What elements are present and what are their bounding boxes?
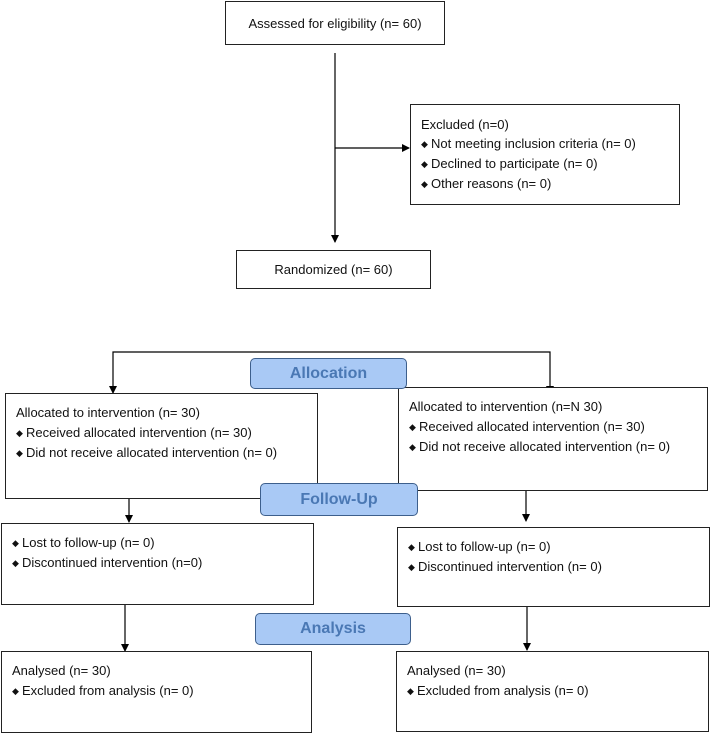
stage-allocation-label: Allocation — [289, 364, 368, 382]
stage-analysis: Analysis — [255, 613, 411, 645]
bullet-icon: ◆ — [12, 686, 19, 696]
list-item: ◆Discontinued intervention (n= 0) — [408, 557, 699, 577]
bullet-icon: ◆ — [408, 542, 415, 552]
right-allocated-title: Allocated to intervention (n=N 30) — [409, 399, 603, 414]
left-followup-box: ◆Lost to follow-up (n= 0) ◆Discontinued … — [1, 523, 314, 605]
right-followup-box: ◆Lost to follow-up (n= 0) ◆Discontinued … — [397, 527, 710, 607]
list-item: ◆Not meeting inclusion criteria (n= 0) — [421, 134, 669, 154]
list-item: ◆Discontinued intervention (n=0) — [12, 553, 303, 573]
stage-follow-up: Follow-Up — [260, 483, 418, 516]
bullet-icon: ◆ — [421, 179, 428, 189]
bullet-icon: ◆ — [409, 442, 416, 452]
bullet-icon: ◆ — [409, 422, 416, 432]
split-connector — [112, 351, 551, 388]
assessed-box: Assessed for eligibility (n= 60) — [225, 1, 445, 45]
bullet-icon: ◆ — [16, 448, 23, 458]
list-item: ◆Excluded from analysis (n= 0) — [12, 681, 301, 701]
excluded-title: Excluded (n=0) — [421, 117, 509, 132]
bullet-icon: ◆ — [408, 562, 415, 572]
bullet-icon: ◆ — [12, 538, 19, 548]
bullet-icon: ◆ — [421, 159, 428, 169]
list-item: ◆Did not receive allocated intervention … — [16, 443, 307, 463]
bullet-icon: ◆ — [421, 139, 428, 149]
stage-analysis-label: Analysis — [300, 620, 366, 637]
stage-allocation: Allocation — [250, 358, 407, 389]
randomized-label: Randomized (n= 60) — [274, 262, 393, 277]
left-analysed-title: Analysed (n= 30) — [12, 663, 111, 678]
right-allocated-box: Allocated to intervention (n=N 30) ◆Rece… — [398, 387, 708, 491]
list-item: ◆Excluded from analysis (n= 0) — [407, 681, 698, 701]
right-analysed-title: Analysed (n= 30) — [407, 663, 506, 678]
list-item: ◆Lost to follow-up (n= 0) — [12, 533, 303, 553]
left-allocated-title: Allocated to intervention (n= 30) — [16, 405, 200, 420]
list-item: ◆Other reasons (n= 0) — [421, 174, 669, 194]
list-item: ◆Did not receive allocated intervention … — [409, 437, 697, 457]
right-analysed-box: Analysed (n= 30) ◆Excluded from analysis… — [396, 651, 709, 732]
randomized-box: Randomized (n= 60) — [236, 250, 431, 289]
left-allocated-box: Allocated to intervention (n= 30) ◆Recei… — [5, 393, 318, 499]
bullet-icon: ◆ — [16, 428, 23, 438]
excluded-box: Excluded (n=0) ◆Not meeting inclusion cr… — [410, 104, 680, 205]
bullet-icon: ◆ — [12, 558, 19, 568]
left-analysed-box: Analysed (n= 30) ◆Excluded from analysis… — [1, 651, 312, 733]
list-item: ◆Received allocated intervention (n= 30) — [409, 417, 697, 437]
stage-follow-up-label: Follow-Up — [300, 490, 378, 508]
assessed-label: Assessed for eligibility (n= 60) — [248, 15, 422, 31]
bullet-icon: ◆ — [407, 686, 414, 696]
list-item: ◆Received allocated intervention (n= 30) — [16, 423, 307, 443]
list-item: ◆Lost to follow-up (n= 0) — [408, 537, 699, 557]
list-item: ◆Declined to participate (n= 0) — [421, 154, 669, 174]
